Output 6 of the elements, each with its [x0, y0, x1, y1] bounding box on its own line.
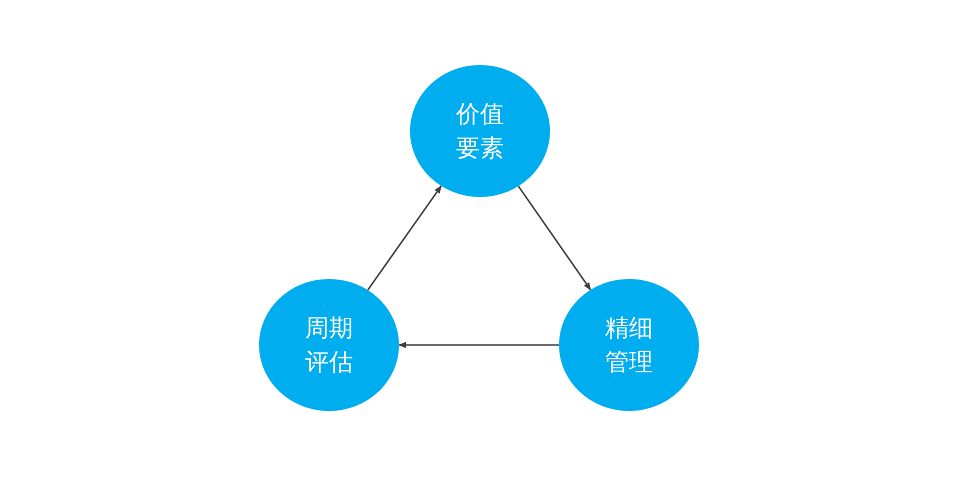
arrow: [367, 185, 442, 291]
circle-node: 价值要素: [410, 65, 550, 197]
arrow: [398, 342, 559, 348]
circle-node: 精细管理: [559, 279, 699, 411]
circle-node: 周期评估: [259, 279, 399, 411]
arrow: [518, 186, 592, 290]
